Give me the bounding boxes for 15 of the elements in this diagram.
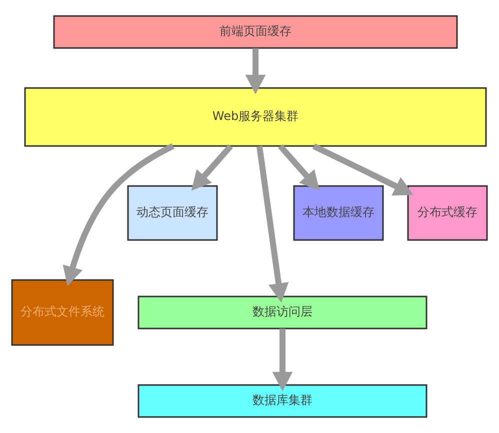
node-box: 数据访问层 <box>138 296 428 330</box>
node-box: 分布式缓存 <box>407 185 488 241</box>
node-box: 前端页面缓存 <box>53 15 458 49</box>
node-box: 动态页面缓存 <box>127 185 218 241</box>
arrow <box>256 146 289 303</box>
arrow <box>245 48 266 94</box>
arrow <box>191 144 233 191</box>
node-box: 本地数据缓存 <box>293 185 384 241</box>
arrow <box>62 143 174 286</box>
arrow <box>272 328 293 392</box>
node-box: 分布式文件系统 <box>11 279 114 346</box>
arrow <box>278 144 320 191</box>
node-box: 数据库集群 <box>138 384 428 418</box>
node-box: Web服务器集群 <box>24 87 487 147</box>
arrow <box>312 143 414 196</box>
